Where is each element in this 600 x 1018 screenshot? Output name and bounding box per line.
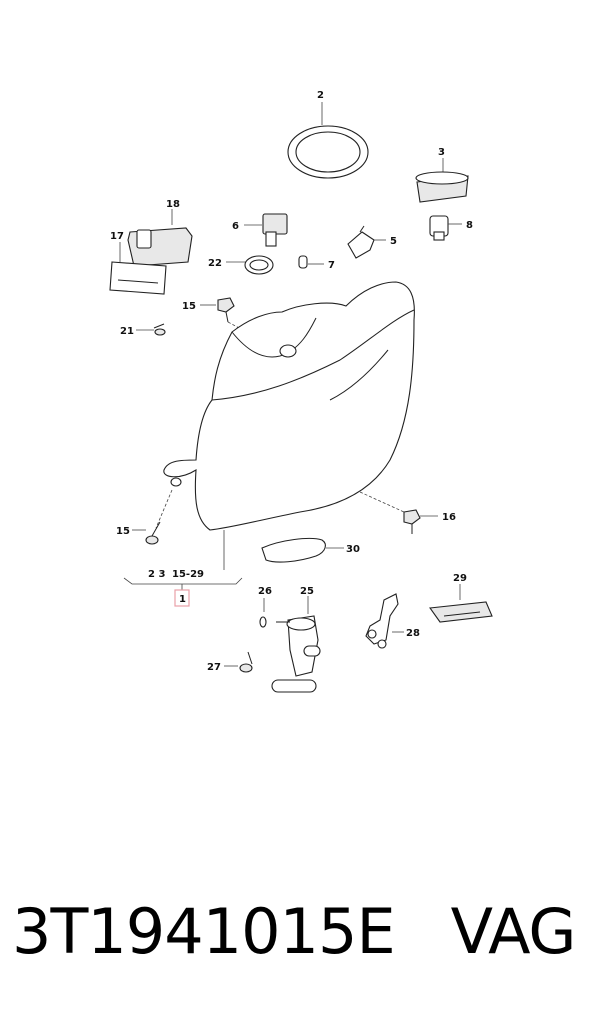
part-number-footer: 3T1941015E VAG bbox=[12, 895, 600, 975]
callout-29: 29 bbox=[453, 573, 467, 584]
callout-7: 7 bbox=[328, 260, 335, 271]
exploded-parts-diagram: 2 3 8 18 17 6 22 bbox=[109, 90, 493, 693]
callout-16: 16 bbox=[442, 512, 456, 523]
callout-15-lower: 15 bbox=[116, 526, 130, 537]
callout-1-box bbox=[174, 589, 190, 607]
part-2-seal-ring: 2 bbox=[287, 90, 369, 179]
callout-27: 27 bbox=[207, 662, 221, 673]
group-bracket: 2 3 15-29 1 bbox=[123, 530, 243, 607]
part-3-cap: 3 bbox=[415, 147, 469, 203]
callout-22: 22 bbox=[208, 258, 222, 269]
callout-3: 3 bbox=[438, 147, 445, 158]
callout-15-upper: 15 bbox=[182, 301, 196, 312]
callout-1: 1 bbox=[179, 594, 186, 605]
part-8-bulb: 8 bbox=[429, 215, 473, 241]
part-1-headlamp-housing bbox=[163, 281, 415, 531]
callout-26: 26 bbox=[258, 586, 272, 597]
callout-25: 25 bbox=[300, 586, 314, 597]
part-28-bracket: 28 bbox=[365, 593, 420, 649]
part-22-clip-ring: 22 bbox=[208, 255, 274, 275]
part-30-cover: 30 bbox=[261, 537, 360, 563]
brand-text: VAG bbox=[450, 895, 577, 968]
group-range-label: 15-29 bbox=[172, 569, 204, 580]
callout-2: 2 bbox=[317, 90, 324, 101]
part-21-screw: 21 bbox=[120, 323, 166, 337]
part-15-screw-lower: 15 bbox=[116, 489, 173, 545]
callout-8: 8 bbox=[466, 220, 473, 231]
callout-28: 28 bbox=[406, 628, 420, 639]
callout-21: 21 bbox=[120, 326, 134, 337]
part-26-o-ring: 26 bbox=[258, 586, 272, 628]
callout-30: 30 bbox=[346, 544, 360, 555]
part-number-text: 3T1941015E bbox=[12, 895, 396, 968]
part-16-screw: 16 bbox=[403, 509, 456, 534]
callout-6: 6 bbox=[232, 221, 239, 232]
part-17-bracket: 17 bbox=[109, 231, 167, 295]
part-5-bulb: 5 bbox=[347, 225, 397, 259]
callout-5: 5 bbox=[390, 236, 397, 247]
part-25-washer-nozzle: 25 bbox=[271, 586, 321, 693]
part-27-screw: 27 bbox=[207, 651, 253, 673]
part-7-small-bulb: 7 bbox=[298, 255, 335, 271]
callout-17: 17 bbox=[110, 231, 124, 242]
part-15-screw-upper: 15 bbox=[182, 297, 281, 351]
part-6-bulb-holder: 6 bbox=[232, 213, 288, 247]
callout-18: 18 bbox=[166, 199, 180, 210]
group-items-label: 2 3 bbox=[148, 569, 165, 580]
part-18-control-unit: 18 bbox=[127, 199, 193, 267]
part-29-trim: 29 bbox=[429, 573, 493, 623]
